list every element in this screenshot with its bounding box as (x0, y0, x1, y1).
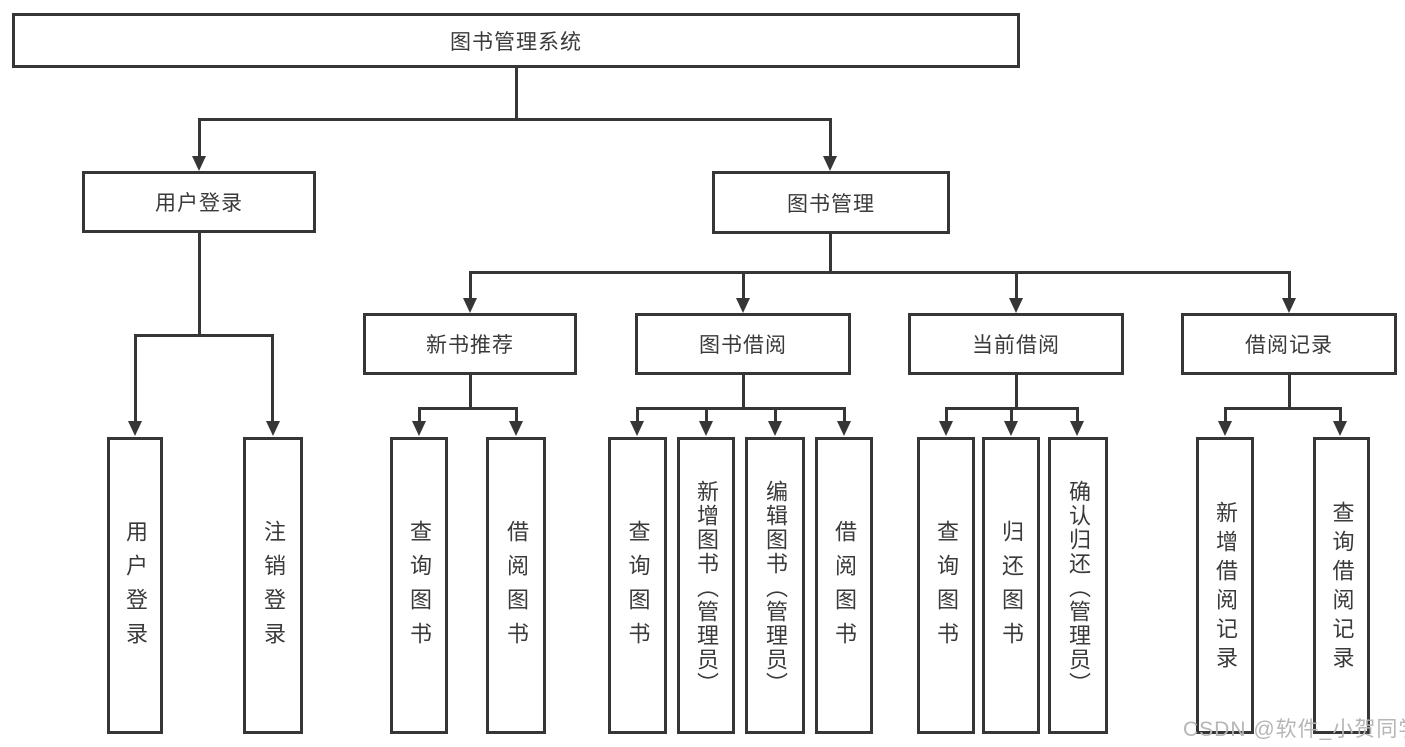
connector-line (469, 271, 1291, 274)
connector-line (829, 234, 832, 274)
arrowhead (412, 421, 426, 436)
node-book-management: 图书管理 (712, 171, 950, 234)
connector-line (134, 334, 137, 422)
leaf-bb-add-books-admin: 新增图书（管理员） (677, 437, 735, 734)
connector-line (1076, 407, 1079, 424)
leaf-cb-confirm-return-admin: 确认归还（管理员） (1048, 437, 1108, 734)
leaf-rec-borrow-books: 借阅图书 (486, 437, 546, 734)
connector-line (469, 375, 472, 409)
connector-line (469, 271, 472, 300)
arrowhead (1218, 421, 1232, 436)
connector-line (198, 233, 201, 336)
connector-line (418, 407, 518, 410)
leaf-user-login: 用户登录 (107, 437, 163, 734)
connector-line (636, 407, 846, 410)
connector-line (774, 407, 777, 424)
arrowhead (1282, 298, 1296, 313)
connector-line (945, 407, 948, 424)
csdn-watermark: CSDN @软件_小贺同学 (1183, 718, 1405, 741)
connector-line (198, 118, 201, 158)
leaf-logout: 注销登录 (243, 437, 303, 734)
leaf-cb-return-books: 归还图书 (982, 437, 1040, 734)
arrowhead (1070, 421, 1084, 436)
arrowhead (768, 421, 782, 436)
leaf-br-add-record: 新增借阅记录 (1196, 437, 1254, 734)
arrowhead (1333, 421, 1347, 436)
arrowhead (463, 298, 477, 313)
connector-line (271, 334, 274, 422)
connector-line (843, 407, 846, 424)
connector-line (515, 407, 518, 424)
connector-line (705, 407, 708, 424)
arrowhead (1009, 298, 1023, 313)
arrowhead (699, 421, 713, 436)
leaf-cb-query-books: 查询图书 (917, 437, 975, 734)
arrowhead (128, 421, 142, 436)
connector-line (1224, 407, 1342, 410)
connector-line (1288, 375, 1291, 409)
connector-line (742, 271, 745, 300)
arrowhead (823, 156, 837, 171)
connector-line (515, 68, 518, 120)
connector-line (134, 334, 274, 337)
connector-line (1010, 407, 1013, 424)
connector-line (198, 118, 832, 121)
arrowhead (266, 421, 280, 436)
connector-line (829, 118, 832, 158)
leaf-rec-query-books: 查询图书 (390, 437, 448, 734)
connector-line (1015, 271, 1018, 300)
connector-line (1288, 271, 1291, 300)
connector-line (418, 407, 421, 424)
node-current-borrowing: 当前借阅 (908, 313, 1124, 375)
leaf-bb-edit-books-admin: 编辑图书（管理员） (745, 437, 805, 734)
arrowhead (1004, 421, 1018, 436)
connector-line (636, 407, 639, 424)
arrowhead (630, 421, 644, 436)
connector-line (1339, 407, 1342, 424)
node-borrowing-records: 借阅记录 (1181, 313, 1397, 375)
connector-line (1224, 407, 1227, 424)
connector-line (1015, 375, 1018, 409)
arrowhead (837, 421, 851, 436)
node-user-login: 用户登录 (82, 171, 316, 233)
node-library-system: 图书管理系统 (12, 13, 1020, 68)
node-book-borrowing: 图书借阅 (635, 313, 851, 375)
leaf-bb-query-books: 查询图书 (608, 437, 667, 734)
arrowhead (509, 421, 523, 436)
arrowhead (939, 421, 953, 436)
arrowhead (736, 298, 750, 313)
connector-line (742, 375, 745, 409)
leaf-br-query-record: 查询借阅记录 (1313, 437, 1370, 734)
leaf-bb-borrow-books: 借阅图书 (815, 437, 873, 734)
node-new-book-recommend: 新书推荐 (363, 313, 577, 375)
arrowhead (192, 156, 206, 171)
